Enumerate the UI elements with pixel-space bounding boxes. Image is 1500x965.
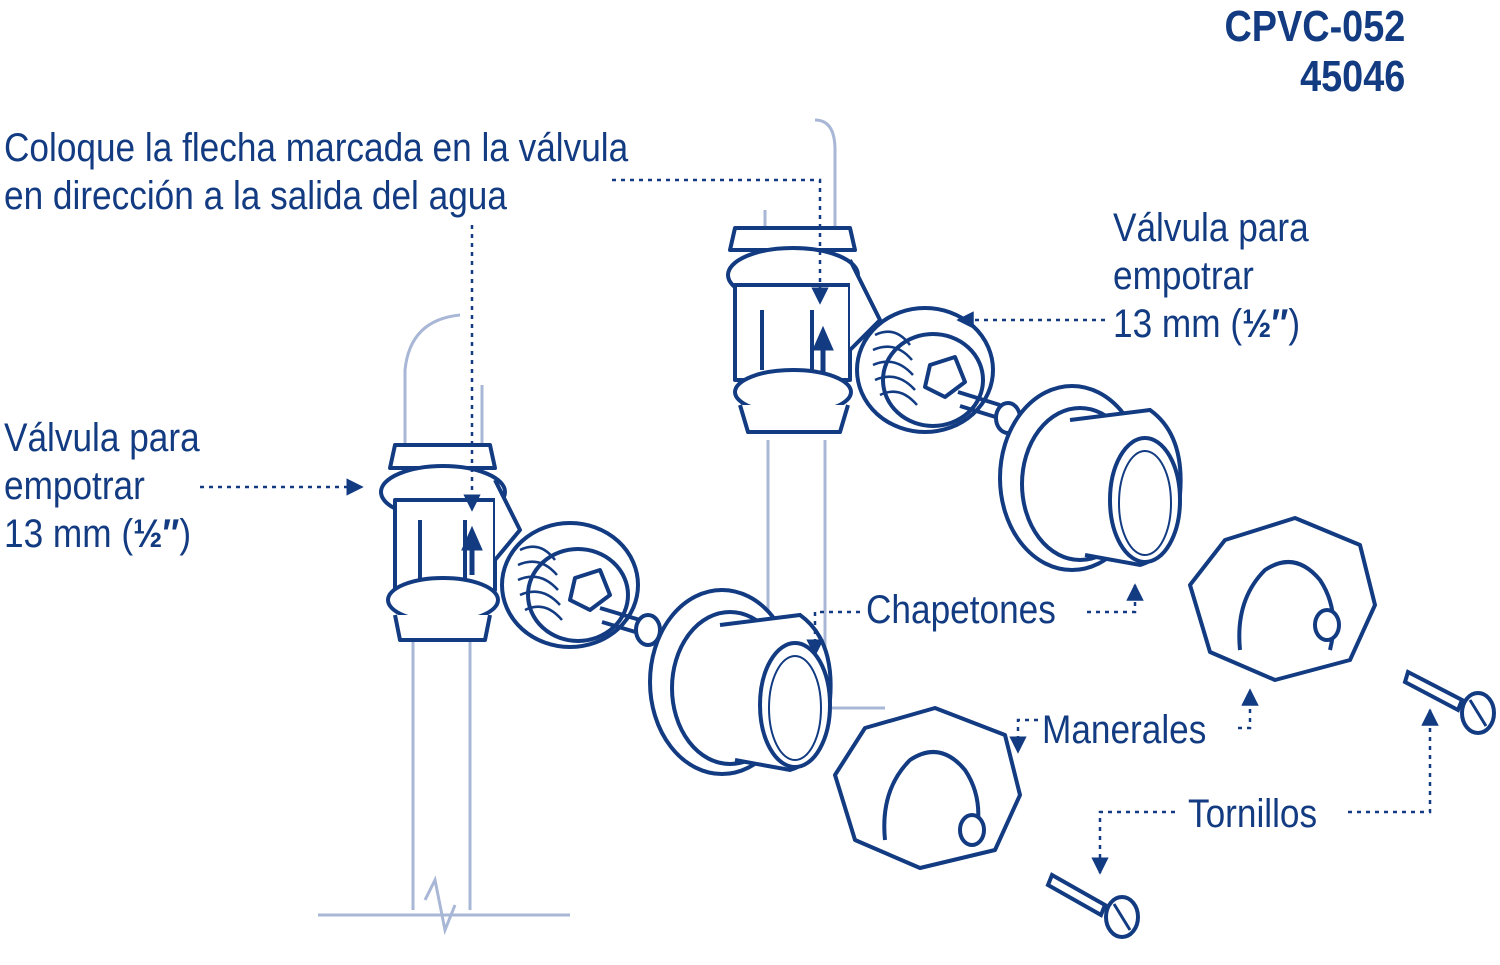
instruction-line2: en dirección a la salida del agua: [4, 174, 507, 218]
product-code-line1: CPVC-052: [1224, 2, 1405, 51]
tornillos-label: Tornillos: [1188, 792, 1318, 836]
instruction-label: Coloque la flecha marcada en la válvula …: [4, 124, 628, 220]
valve-left-label: Válvula para empotrar 13 mm (½″): [4, 414, 200, 558]
escutcheon-left: [648, 588, 833, 776]
flow-arrow-icons: [461, 325, 834, 575]
chapetones-label: Chapetones: [866, 588, 1056, 632]
handle-right: [1188, 516, 1377, 682]
valve-left-threads: [517, 545, 563, 621]
escutcheon-right: [998, 384, 1183, 572]
valve-left-line2: empotrar: [4, 464, 145, 508]
instruction-line1: Coloque la flecha marcada en la válvula: [4, 126, 629, 170]
manerales-label: Manerales: [1042, 708, 1207, 752]
valve-right-label: Válvula para empotrar 13 mm (½″): [1113, 204, 1309, 348]
valve-right-size: 13 mm (½″): [1113, 302, 1301, 346]
valve-left-line1: Válvula para: [4, 416, 200, 460]
handle-left: [833, 706, 1022, 870]
product-code: CPVC-052 45046: [1224, 2, 1405, 102]
product-code-line2: 45046: [1299, 52, 1405, 101]
valve-left-size: 13 mm (½″): [4, 512, 192, 556]
valve-right-threads: [872, 330, 918, 406]
valve-left: [379, 443, 662, 649]
valve-right-line2: empotrar: [1113, 254, 1254, 298]
leader-lines: [200, 178, 1439, 875]
pipes: [318, 118, 885, 936]
valve-right: [726, 226, 1022, 435]
valve-right-line1: Válvula para: [1113, 206, 1309, 250]
screw-right: [1402, 669, 1496, 735]
screw-left: [1045, 872, 1140, 939]
